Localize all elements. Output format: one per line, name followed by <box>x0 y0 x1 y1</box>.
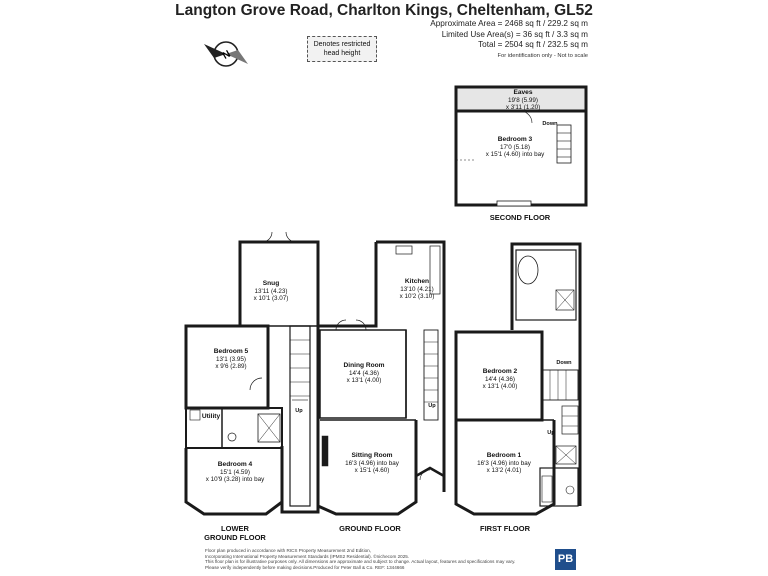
footer-disclaimer: Floor plan produced in accordance with R… <box>205 548 516 570</box>
compass-icon: N <box>204 41 248 67</box>
room-eaves: Eaves 19'8 (5.99) x 3'11 (1.20) <box>505 89 541 112</box>
total-area: Total = 2504 sq ft / 232.5 sq m <box>478 40 588 49</box>
limited-area: Limited Use Area(s) = 36 sq ft / 3.3 sq … <box>441 29 588 39</box>
lower-ground-floor-label: LOWER GROUND FLOOR <box>204 524 266 542</box>
stairs-up-label-ground: Up <box>428 403 436 409</box>
second-floor-label: SECOND FLOOR <box>489 213 551 222</box>
scale-note: For identification only - Not to scale <box>497 52 588 59</box>
stairs-down-label-first: Down <box>556 360 572 366</box>
room-bedroom-4: Bedroom 4 15'1 (4.59) x 10'9 (3.28) into… <box>205 461 265 484</box>
area-summary: Approximate Area = 2468 sq ft / 229.2 sq… <box>430 19 588 61</box>
room-bedroom-3: Bedroom 3 17'0 (5.18) x 15'1 (4.60) into… <box>485 136 545 159</box>
restricted-height-legend: Denotes restricted head height <box>307 36 377 62</box>
stairs-down-label-second: Down <box>542 121 558 127</box>
first-floor-label: FIRST FLOOR <box>480 524 530 533</box>
room-utility: Utility <box>201 413 221 420</box>
approx-area: Approximate Area = 2468 sq ft / 229.2 sq… <box>430 19 588 28</box>
stairs-up-label-lower: Up <box>295 408 303 414</box>
ground-floor-plan <box>316 240 446 516</box>
compass-letter: N <box>221 49 233 62</box>
ground-floor-label: GROUND FLOOR <box>339 524 401 533</box>
room-snug: Snug 13'11 (4.23) x 10'1 (3.07) <box>253 280 289 303</box>
room-dining-room: Dining Room 14'4 (4.36) x 13'1 (4.00) <box>343 362 385 385</box>
first-floor-plan <box>454 242 582 516</box>
room-bedroom-5: Bedroom 5 13'1 (3.95) x 9'6 (2.89) <box>213 348 249 371</box>
agent-logo: PB <box>555 549 576 570</box>
room-bedroom-2: Bedroom 2 14'4 (4.36) x 13'1 (4.00) <box>482 368 518 391</box>
room-kitchen: Kitchen 13'10 (4.21) x 10'2 (3.10) <box>399 278 435 301</box>
stairs-up-label-first: Up <box>547 430 555 436</box>
room-sitting-room: Sitting Room 16'3 (4.96) into bay x 15'1… <box>345 452 399 475</box>
lower-ground-floor-plan <box>184 231 320 516</box>
second-floor-plan <box>454 85 588 207</box>
room-bedroom-1: Bedroom 1 16'3 (4.96) into bay x 13'2 (4… <box>477 452 531 475</box>
page-title: Langton Grove Road, Charlton Kings, Chel… <box>175 2 593 19</box>
